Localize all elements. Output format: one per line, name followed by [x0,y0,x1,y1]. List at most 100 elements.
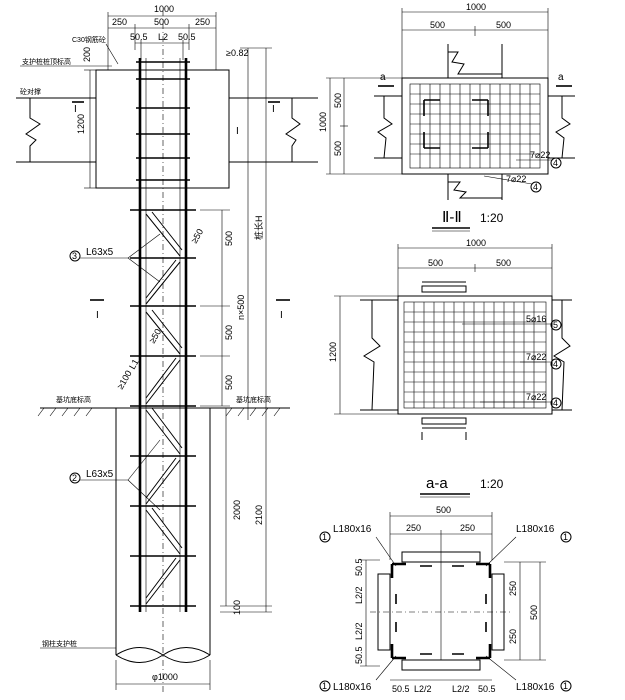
cap-height-dim: 1200 [76,114,86,134]
seci-callout-circle-bl [319,680,331,692]
cap-concrete-label: C30钢筋砼 [72,35,106,44]
seci-callout-circle-tl [319,531,331,543]
section-II: 1000 500 500 a a 1000 [318,2,575,232]
sec2-height-bottom: 500 [333,141,343,156]
section-mark-mid-left: I [96,310,99,321]
cap-right-dim: ≥0.82 [226,48,248,58]
seca-height-dim: 1200 [328,342,338,362]
seca-rebar-2-callout-circle [550,358,562,370]
callout-circle-upper [69,250,81,262]
seci-bottom-dim-1: 50.5 [392,684,410,694]
sec2-dim-total: 1000 [466,2,486,12]
spacing-dim-3: 500 [224,375,234,390]
sec2-dim-left: 500 [430,20,445,30]
seca-scale: 1:20 [480,477,504,491]
seci-callout-circle-tr [560,531,572,543]
seci-dim-left: 250 [406,523,421,533]
sec2-rebar-1-callout-circle [550,157,562,169]
excavation-note-right: 基坑底标高 [236,395,271,404]
seca-rebar-3-callout: 4 [553,398,558,408]
diag-label-4: ≥100 [115,369,134,391]
seca-rebar-3-callout-circle [550,397,562,409]
total-length-dim: n×500 [236,295,246,320]
cap-left-note: 砼对撑 [20,87,41,96]
seca-dim-left: 500 [428,258,443,268]
dim-flange-left: 50.5 [130,32,148,42]
seci-angle-tl: L180x16 [333,524,372,535]
seci-angle-bl: L180x16 [333,682,372,693]
seci-right-dim-3: 250 [508,629,518,644]
seca-rebar-1-callout: 5 [553,320,558,330]
dim-center-500: 500 [154,17,169,27]
seca-dim-right: 500 [496,258,511,268]
lattice-battens [130,209,196,607]
dim-left-250: 250 [112,17,127,27]
seca-rebar-2-callout: 4 [553,359,558,369]
dim-flange-right: 50.5 [178,32,196,42]
dim-total-width: 1000 [154,4,174,14]
seci-bottom-dim-3: L2/2 [452,684,470,694]
section-I: 500 250 250 1 L180x16 1 L180x16 1 L180x1… [319,505,572,694]
callout-lower-num: 2 [72,473,77,483]
seci-left-dim-4: 50.5 [354,646,364,664]
pile-note: 钢柱支护桩 [42,639,77,648]
sec2-height-top: 500 [333,93,343,108]
seci-right-dim-2: 500 [529,605,539,620]
embed-length-outer-dim: 2100 [254,505,264,525]
diag-label-1: ≥50 [189,227,205,245]
seci-callout-bl: 1 [322,681,327,691]
pile-diameter: φ1000 [152,672,178,682]
sec2-mark-a-left: a [380,72,386,83]
sec2-dim-right: 500 [496,20,511,30]
excavation-note-left: 基坑底标高 [56,395,91,404]
sec2-rebar-1-label: 7⌀22 [530,150,550,160]
seci-callout-tr: 1 [563,532,568,542]
sec2-scale: 1:20 [480,211,504,225]
cap-top-note: 支护桩桩顶标高 [22,57,71,66]
seci-bottom-dim-2: L2/2 [414,684,432,694]
angle-label-upper: L63x5 [86,247,114,258]
seci-callout-tl: 1 [322,532,327,542]
seci-dim-right: 250 [460,523,475,533]
seca-rebar-2-label: 7⌀22 [526,352,546,362]
seci-right-dim-1: 250 [508,581,518,596]
seca-rebar-1-callout-circle [550,319,562,331]
seci-callout-circle-br [560,680,572,692]
seca-rebar-3-label: 7⌀22 [526,392,546,402]
sec2-mark-a-right: a [558,72,564,83]
embed-length-dim: 2000 [232,500,242,520]
diagonal-braces [145,211,183,605]
seci-left-dim-2: L2/2 [354,586,364,604]
seci-left-dim-1: 50.5 [354,558,364,576]
seci-bottom-dim-4: 50.5 [478,684,496,694]
spacing-dim-1: 500 [224,231,234,246]
callout-circle-lower [69,472,81,484]
sec2-rebar-2-callout: 4 [533,182,538,192]
sec2-rebar-1-callout: 4 [553,158,558,168]
dim-right-250: 250 [195,17,210,27]
cap-top-dim: 200 [82,47,92,62]
seci-angle-tr: L180x16 [516,524,555,535]
spacing-dim-2: 500 [224,325,234,340]
section-mark-center: I [236,126,239,137]
section-a: 1000 500 500 1200 5⌀16 5 7⌀22 4 [328,238,572,498]
cap-battens [136,61,190,181]
angle-label-lower: L63x5 [86,469,114,480]
sec2-title: Ⅱ-Ⅱ [442,209,462,226]
bottom-dim: 100 [232,600,242,615]
seca-title: a-a [426,475,448,492]
seca-rebar-1-label: 5⌀16 [526,314,546,324]
seci-dim-total: 500 [436,505,451,515]
section-mark-left: I [74,104,77,115]
sec2-height-total: 1000 [318,112,328,132]
pile-length-label: 桩长H [253,216,264,241]
left-elevation: 1000 250 500 250 50.5 L2 50.5 C30钢筋砼 砼对撑… [16,4,318,695]
section-mark-right: I [272,104,275,115]
sec2-rebar-2-label: 7⌀22 [506,174,526,184]
seca-dim-total: 1000 [466,238,486,248]
seci-left-dim-3: L2/2 [354,622,364,640]
section-mark-mid-right: I [280,310,283,321]
seci-angle-br: L180x16 [516,682,555,693]
diag-label-3: L1 [127,357,141,371]
